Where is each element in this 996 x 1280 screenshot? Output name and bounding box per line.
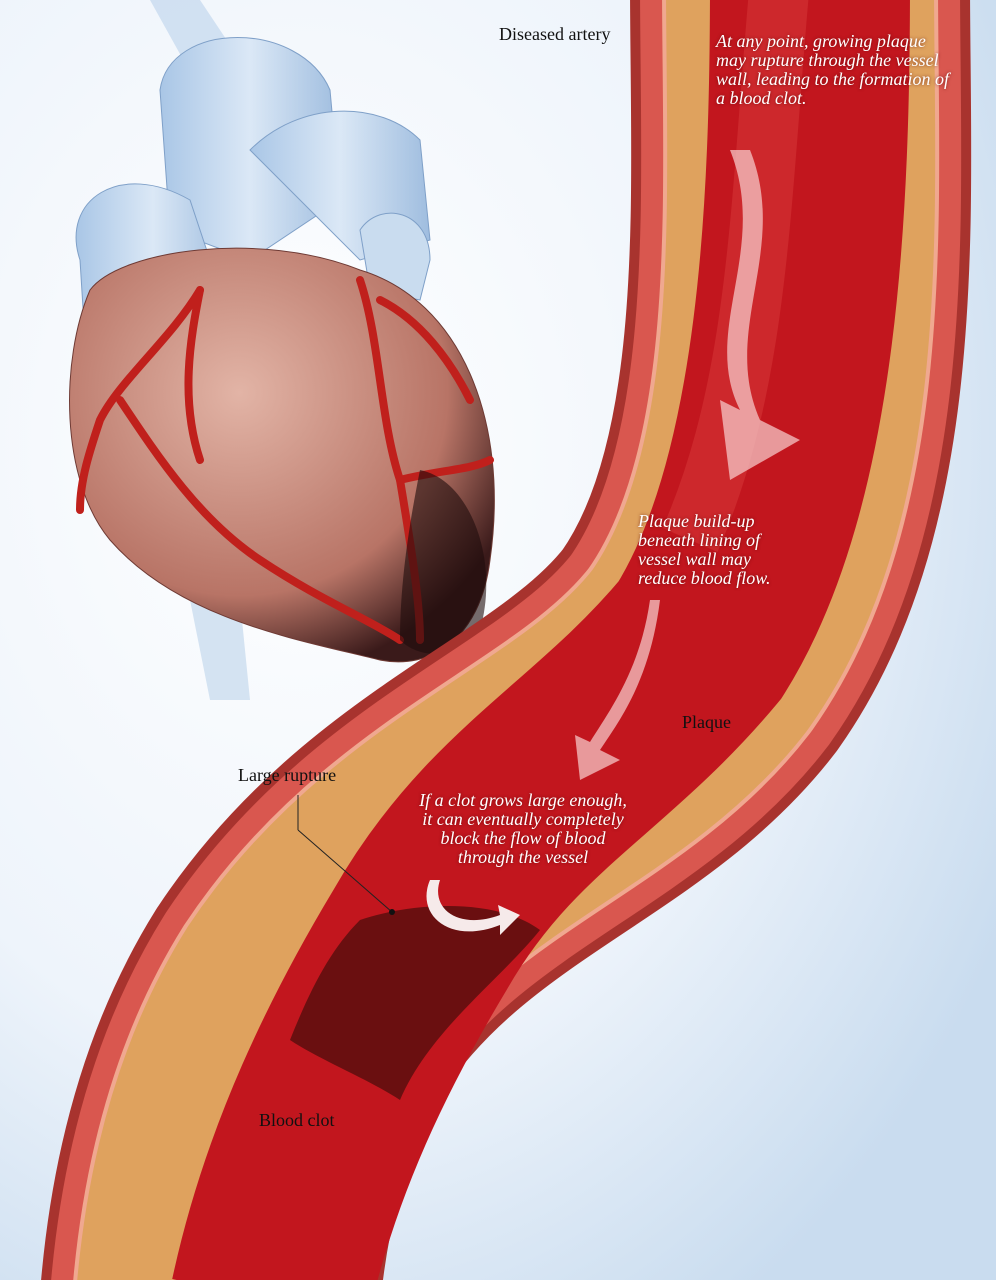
heart (69, 0, 495, 700)
label-diseased-artery: Diseased artery (499, 24, 611, 44)
blood-clot (290, 906, 540, 1100)
label-blood-clot: Blood clot (259, 1110, 335, 1130)
note-block: If a clot grows large enough, it can eve… (419, 790, 627, 867)
curved-arrow (426, 880, 520, 935)
label-plaque: Plaque (682, 712, 731, 732)
rupture-dot (389, 909, 395, 915)
note-buildup: Plaque build-up beneath lining of vessel… (638, 511, 771, 588)
bloodflow-arrow (575, 600, 660, 780)
rupture-leader-line (297, 829, 393, 913)
bloodflow-arrow (720, 150, 800, 480)
label-large-rupture: Large rupture (238, 765, 337, 785)
note-rupture: At any point, growing plaque may rupture… (716, 31, 949, 108)
